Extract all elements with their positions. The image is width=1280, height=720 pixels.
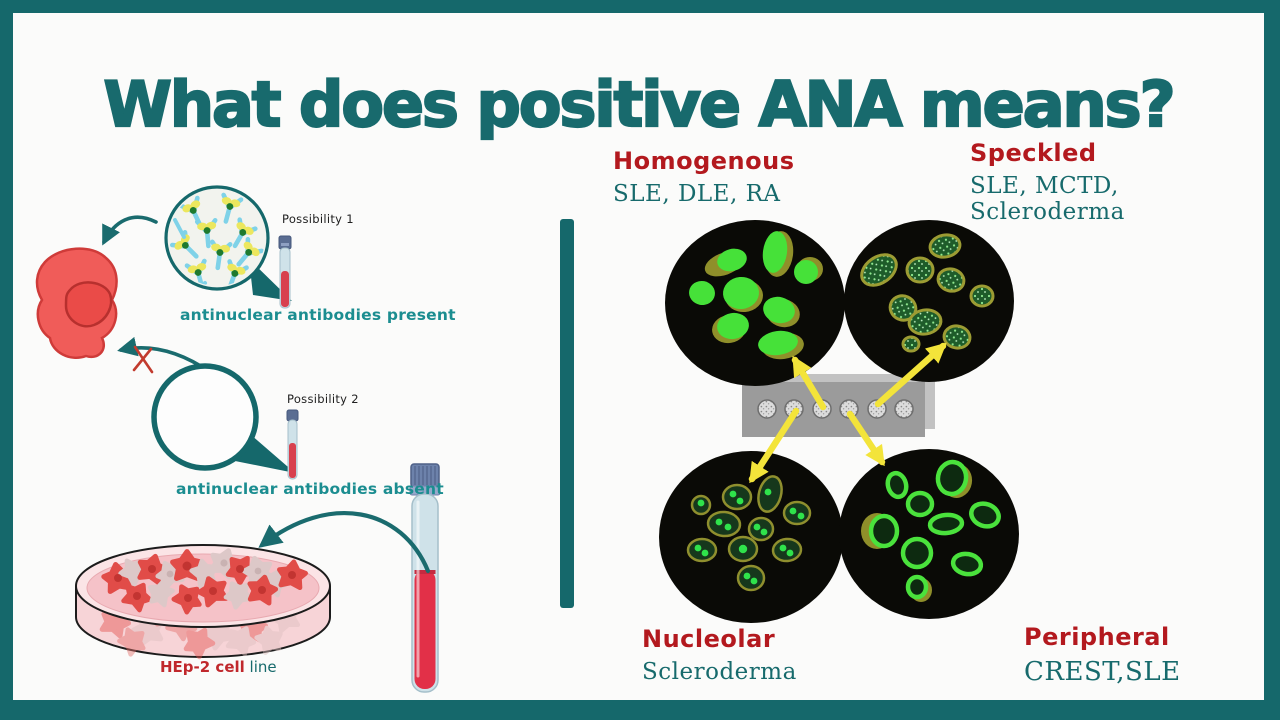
arrow-to-homogenous [791,355,827,411]
pattern-block-homogenous: Homogenous SLE, DLE, RA [613,147,794,208]
hep2-cell-line-label: HEp-2 cell line [160,658,277,676]
pattern-diseases-nucleolar: Scleroderma [642,659,797,685]
peripheral-cells [861,459,1001,602]
hep2-label-red: HEp-2 cell [160,658,245,676]
pattern-circle-peripheral [839,449,1019,619]
nucleoli-dots [694,488,805,585]
possibility-2-label: Possibility 2 [287,392,359,406]
pattern-name-speckled: Speckled [970,139,1097,167]
divider-bar [560,219,574,608]
antibodies-present-label: antinuclear antibodies present [180,306,456,324]
arrow-to-peripheral [846,410,886,467]
pattern-name-nucleolar: Nucleolar [642,625,776,653]
pattern-circle-speckled [844,220,1014,382]
hep2-label-teal: line [244,658,277,676]
arrow-tube-to-dish [258,511,431,574]
arrow-to-speckled [874,342,947,408]
speckled-cells [860,233,995,353]
pattern-diseases-peripheral: CREST,SLE [1024,657,1181,687]
blood-tube [409,463,441,693]
cell-nuclei [114,559,296,602]
red-x-mark [132,345,154,374]
possibility-1-label: Possibility 1 [282,212,354,226]
pattern-block-speckled: Speckled SLE, MCTD, Scleroderma [970,139,1160,226]
test-tube-small-2 [286,409,299,480]
arrow-magnifier-to-cell [102,215,158,246]
pattern-block-nucleolar: Nucleolar Scleroderma [642,625,797,686]
cap-ribs [414,466,436,485]
antibodies-absent-label: antinuclear antibodies absent [176,480,444,498]
page-title: What does positive ANA means? [102,66,1176,141]
empty-magnifier [151,363,295,473]
slide-to-pattern-arrows [748,342,947,484]
pattern-diseases-homogenous: SLE, DLE, RA [613,181,781,207]
pattern-circle-homogenous [665,220,845,386]
pattern-name-peripheral: Peripheral [1024,623,1170,651]
test-tube-small-1 [278,235,292,309]
patient-cell-illustration [35,247,118,359]
homogenous-cells [689,231,823,360]
pattern-diseases-speckled: SLE, MCTD, Scleroderma [970,173,1125,225]
pattern-name-homogenous: Homogenous [613,147,795,175]
antibody-magnifier [164,185,292,301]
petri-dish [75,545,331,659]
pattern-block-peripheral: Peripheral CREST,SLE [1024,623,1181,687]
arrow-to-nucleolar [748,407,800,484]
pattern-circle-nucleolar [659,451,843,623]
